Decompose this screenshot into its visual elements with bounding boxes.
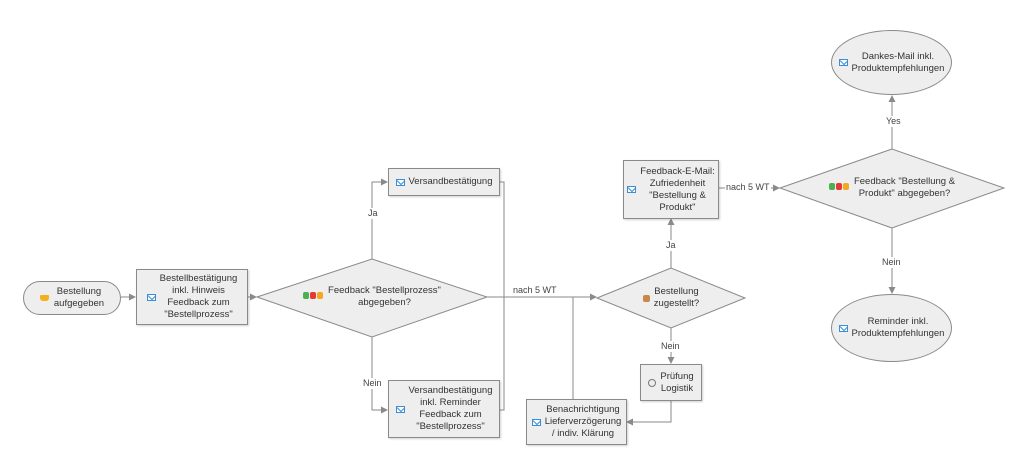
- decision-feedback-produkt[interactable]: Feedback "Bestellung & Produkt" abgegebe…: [812, 172, 972, 204]
- decision-shape-feedback-produkt: [778, 148, 1006, 229]
- node-dankes-mail[interactable]: Dankes-Mail inkl. Produktempfehlungen: [831, 30, 952, 95]
- decision-bestellung-zugestellt[interactable]: Bestellung zugestellt?: [621, 284, 721, 312]
- node-label: Benachrichtigung Lieferverzögerung / ind…: [544, 404, 622, 439]
- edge-pruefung-to-benachrichtigung: [626, 401, 672, 426]
- edge-label-nein: Nein: [660, 341, 681, 352]
- edge-versand-to-merge: [500, 181, 505, 297]
- node-feedback-email[interactable]: Feedback-E-Mail: Zufriedenheit "Bestellu…: [623, 160, 719, 219]
- mail-icon: [395, 405, 405, 413]
- decision-feedback-bestellprozess[interactable]: Feedback "Bestellprozess" abgegeben?: [287, 279, 457, 315]
- edge-label-ja: Ja: [367, 208, 379, 219]
- mail-icon: [838, 59, 848, 66]
- mail-icon: [531, 418, 541, 426]
- mail-icon: [395, 178, 405, 186]
- node-label: Bestellbestätigung inkl. Hinweis Feedbac…: [159, 273, 238, 320]
- node-label: Bestellung aufgegeben: [53, 286, 105, 309]
- edge-label-nein: Nein: [362, 378, 383, 389]
- edge-versand-reminder-to-merge: [500, 297, 505, 411]
- node-label: Reminder inkl. Produktempfehlungen: [851, 316, 945, 339]
- edge-label-yes: Yes: [885, 116, 902, 127]
- node-label: Feedback "Bestellung & Produkt" abgegebe…: [853, 176, 956, 199]
- edge-decision1-nein: [371, 337, 388, 414]
- node-bestellbestaetigung[interactable]: Bestellbestätigung inkl. Hinweis Feedbac…: [136, 269, 248, 325]
- node-label: Feedback "Bestellprozess" abgegeben?: [328, 285, 441, 308]
- node-label: Dankes-Mail inkl. Produktempfehlungen: [851, 50, 945, 74]
- edge-label-nach-5-wt: nach 5 WT: [512, 285, 558, 296]
- node-label: Versandbestätigung: [408, 176, 493, 187]
- package-icon: [642, 294, 650, 302]
- mail-icon: [627, 186, 637, 193]
- node-versandbestaetigung-reminder[interactable]: Versandbestätigung inkl. Reminder Feedba…: [388, 380, 500, 438]
- node-benachrichtigung[interactable]: Benachrichtigung Lieferverzögerung / ind…: [526, 399, 627, 445]
- decision-shape-bestellung-zugestellt: [595, 267, 747, 329]
- node-label: Bestellung zugestellt?: [653, 286, 700, 309]
- feedback-icon: [303, 291, 324, 303]
- mail-icon: [838, 324, 848, 332]
- node-pruefung-logistik[interactable]: Prüfung Logistik: [640, 364, 702, 401]
- edge-label-nach-5-wt: nach 5 WT: [725, 182, 771, 193]
- node-bestellung-aufgegeben[interactable]: Bestellung aufgegeben: [23, 281, 121, 315]
- edge-label-ja: Ja: [665, 240, 677, 251]
- feedback-icon: [828, 182, 850, 194]
- node-label: Versandbestätigung inkl. Reminder Feedba…: [408, 385, 493, 432]
- edge-decision1-ja: [371, 178, 388, 259]
- node-label: Prüfung Logistik: [660, 370, 694, 394]
- node-versandbestaetigung[interactable]: Versandbestätigung: [388, 168, 500, 196]
- cart-icon: [39, 295, 49, 301]
- mail-icon: [146, 293, 156, 301]
- node-label: Feedback-E-Mail: Zufriedenheit "Bestellu…: [640, 165, 715, 213]
- magnifier-icon: [648, 378, 657, 387]
- edge-label-nein: Nein: [881, 257, 902, 268]
- node-reminder[interactable]: Reminder inkl. Produktempfehlungen: [831, 294, 952, 362]
